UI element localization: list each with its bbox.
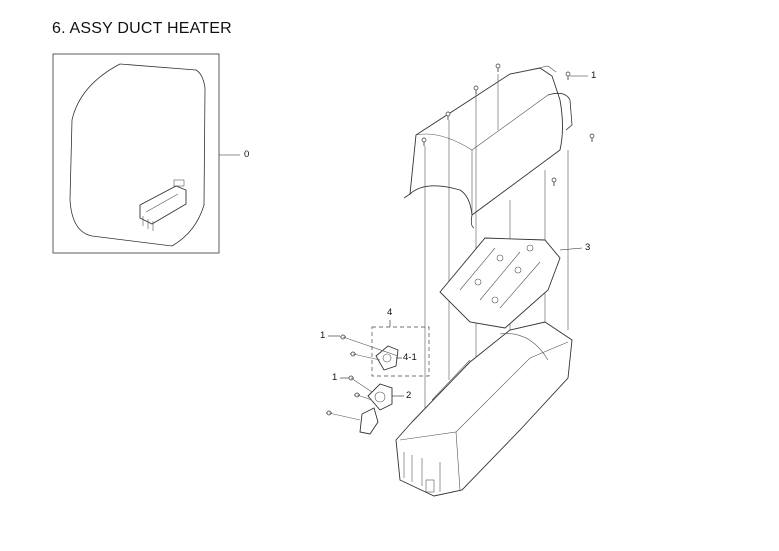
callout-1-mid: 1 (320, 330, 326, 341)
callout-1-top: 1 (591, 70, 597, 81)
callout-2: 2 (406, 390, 412, 401)
page-title: 6. ASSY DUCT HEATER (52, 20, 232, 37)
leader-lines (328, 75, 588, 421)
callout-4: 4 (387, 307, 393, 318)
duct-cover (403, 65, 573, 229)
bracket-part (359, 407, 379, 435)
subassembly-box (371, 326, 430, 377)
callout-3: 3 (585, 242, 591, 253)
callout-4-1: 4-1 (403, 352, 417, 363)
sensor-part (367, 383, 393, 411)
callout-1-low: 1 (332, 372, 338, 383)
heater-module-icon (139, 179, 187, 231)
heater-plate (439, 237, 583, 329)
thermostat-part (375, 345, 399, 371)
inset-panel (52, 53, 240, 254)
callout-0: 0 (244, 149, 250, 160)
duct-housing (395, 321, 573, 497)
